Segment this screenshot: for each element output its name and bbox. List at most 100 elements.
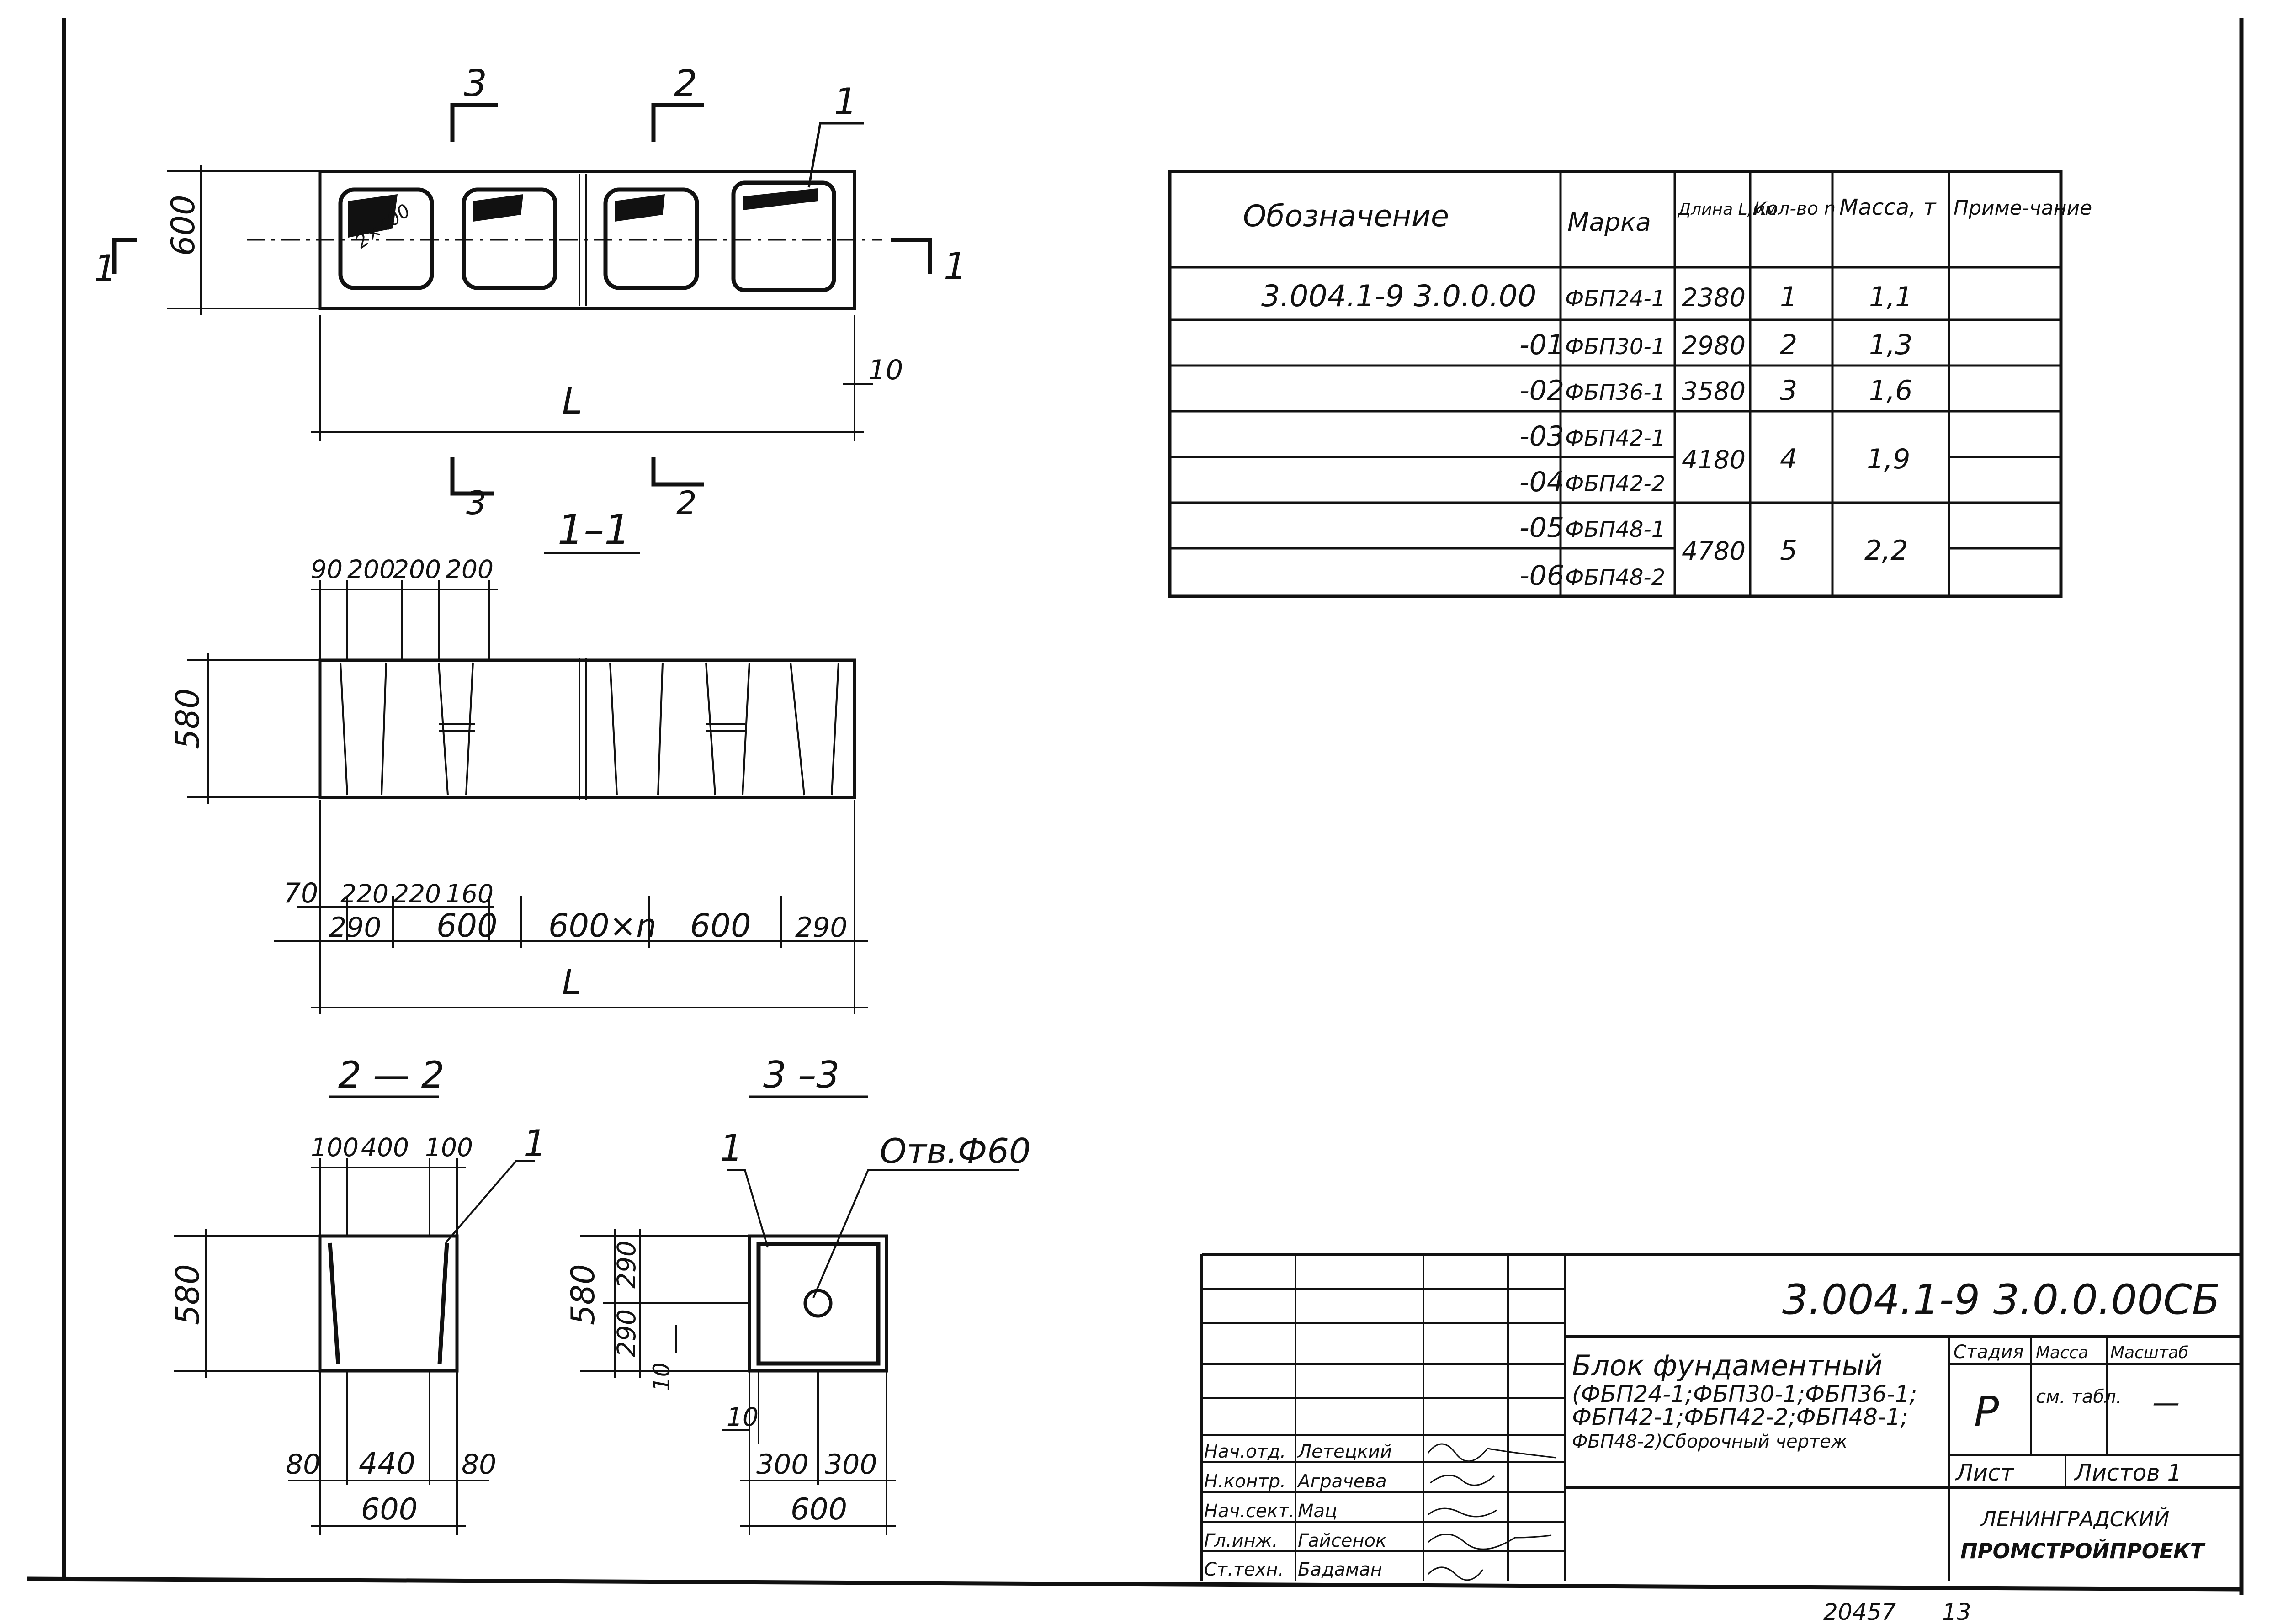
section-mark-2 <box>651 103 704 487</box>
section-1-1: 1–1 <box>169 506 868 1014</box>
title-block-name-line-2: (ФБП24-1;ФБП30-1;ФБП36-1; <box>1572 1381 1917 1407</box>
section-3-3-width: 600 <box>791 1492 847 1527</box>
title-block-mass-value: см. табл. <box>2036 1386 2122 1407</box>
section-1-1-row2-dim-3: 600×n <box>548 907 657 945</box>
hole-note: Отв.Ф60 <box>880 1131 1031 1171</box>
section-1-1-top-dim-4: 200 <box>446 555 494 584</box>
table-row-designation: 3.004.1-9 3.0.0.00 <box>1261 279 1536 313</box>
section-mark-3 <box>450 103 498 496</box>
section-3-3-outline <box>748 1234 888 1373</box>
title-block-name-line-4: ФБП48-2)Сборочный чертеж <box>1572 1431 1848 1452</box>
section-1-1-height: 580 <box>169 688 207 749</box>
section-mark-1-right <box>891 238 932 274</box>
table-row-count: 1 <box>1780 281 1797 313</box>
sheet-frame <box>27 18 2244 1595</box>
section-1-1-top-dim-1: 90 <box>311 555 343 584</box>
staff-name: Летецкий <box>1297 1441 1392 1462</box>
table-row-designation: -04 <box>1519 466 1564 498</box>
section-1-1-row2-dim-5: 290 <box>795 912 848 944</box>
section-1-1-row2-dim-1: 290 <box>329 912 382 944</box>
plan-leader-label: 1 <box>834 80 857 123</box>
staff-role: Ст.техн. <box>1204 1559 1284 1580</box>
section-2-2-width: 600 <box>361 1492 418 1527</box>
title-block-sheets-label: Листов 1 <box>2074 1459 2182 1486</box>
section-1-1-bottom-dim-3: 220 <box>393 879 441 908</box>
title-block-name-line-1: Блок фундаментный <box>1572 1349 1883 1382</box>
section-1-1-top-dim-2: 200 <box>347 555 395 584</box>
staff-name: Мац <box>1298 1501 1337 1522</box>
section-1-1-row2-dim-4: 600 <box>690 907 751 945</box>
table-header-count: Кол-во n <box>1754 198 1836 219</box>
section-3-3-bottom-dim-2: 300 <box>825 1449 877 1481</box>
table-row-mark: ФБП42-2 <box>1565 471 1665 497</box>
section-2-2-height: 580 <box>169 1264 207 1325</box>
section-1-1-row2-dim-2: 600 <box>436 907 498 945</box>
section-1-1-title: 1–1 <box>557 506 631 554</box>
table-row-length: 4180 <box>1682 445 1746 474</box>
table-row-designation: -05 <box>1519 512 1564 544</box>
section-mark-1-left <box>112 238 137 274</box>
table-row-count: 2 <box>1780 329 1797 361</box>
plan-dim-height: 600 <box>165 195 202 256</box>
section-3-3-height: 580 <box>564 1264 602 1325</box>
table-row-designation: -03 <box>1519 420 1564 452</box>
plan-dim-gap: 10 <box>868 354 903 386</box>
table-header-note: Приме-чание <box>1954 196 2092 220</box>
title-block-name-line-3: ФБП42-1;ФБП42-2;ФБП48-1; <box>1572 1404 1908 1430</box>
title-block-scale-label: Масштаб <box>2110 1343 2188 1362</box>
table-header-designation: Обозначение <box>1243 199 1449 234</box>
hole-circle <box>803 1289 833 1318</box>
table-header-length: Длина L,мм <box>1677 200 1777 219</box>
table-row-designation: -01 <box>1519 329 1564 361</box>
archive-number: 20457 <box>1823 1599 1896 1624</box>
section-mark-1-left-label: 1 <box>94 247 117 290</box>
section-3-3-small-dim-2: 10 <box>727 1402 759 1432</box>
table-row-mass: 2,2 <box>1864 535 1908 567</box>
staff-name: Бадаман <box>1298 1559 1382 1580</box>
section-3-3-title: 3 –3 <box>763 1054 839 1096</box>
section-2-2-top-dim-2: 400 <box>361 1133 409 1162</box>
table-header-mass: Масса, т <box>1839 195 1937 220</box>
section-3-3-half-2: 290 <box>612 1309 641 1357</box>
table-row-mass: 1,9 <box>1867 443 1910 475</box>
table-row-mass: 1,3 <box>1869 329 1912 361</box>
plan-cells <box>338 180 836 292</box>
section-mark-2-bottom-label: 2 <box>676 484 697 522</box>
table-row-count: 5 <box>1780 535 1797 567</box>
title-block-mass-label: Масса <box>2036 1343 2088 1362</box>
title-block-scale-value: — <box>2152 1387 2180 1419</box>
table-row-length: 2380 <box>1682 283 1746 312</box>
table-row-length: 3580 <box>1682 377 1746 406</box>
section-1-1-bottom-dim-2: 220 <box>340 879 388 908</box>
table-row-mass: 1,6 <box>1869 375 1912 407</box>
table-row-mass: 1,1 <box>1869 281 1912 313</box>
table-row-mark: ФБП42-1 <box>1565 425 1665 451</box>
plan-view: 1 1 3 3 2 2 1 2×400 <box>94 62 967 522</box>
section-1-1-top-dim-3: 200 <box>393 555 441 584</box>
staff-role: Гл.инж. <box>1204 1530 1278 1551</box>
staff-role: Нач.отд. <box>1204 1441 1286 1462</box>
table-row-mark: ФБП24-1 <box>1565 286 1665 312</box>
signatures <box>1427 1443 1556 1581</box>
table-row-count: 4 <box>1780 443 1797 475</box>
staff-name: Аграчева <box>1296 1471 1387 1492</box>
staff-role: Н.контр. <box>1204 1471 1286 1492</box>
section-2-2: 2 — 2 100 400 100 1 580 80 <box>169 1054 547 1535</box>
section-2-2-top-dim-3: 100 <box>425 1133 473 1162</box>
table-header-mark: Марка <box>1567 207 1651 237</box>
section-mark-1-right-label: 1 <box>944 245 967 287</box>
title-block: 3.004.1-9 3.0.0.00СБ Блок фундаментный (… <box>1200 1253 2241 1581</box>
section-2-2-bottom-dim-3: 80 <box>462 1449 496 1481</box>
section-3-3-small-dim-1: 10 <box>648 1362 675 1391</box>
section-mark-2-top-label: 2 <box>674 62 697 105</box>
plan-dim-length: L <box>562 380 583 422</box>
title-block-org-line-2: ПРОМСТРОЙПРОЕКТ <box>1960 1539 2206 1563</box>
table-row-designation: -06 <box>1519 560 1564 592</box>
section-2-2-top-dim-1: 100 <box>311 1133 359 1162</box>
section-mark-3-top-label: 3 <box>464 62 487 105</box>
table-row-mark: ФБП36-1 <box>1565 380 1665 405</box>
section-mark-3-bottom-label: 3 <box>466 484 487 522</box>
staff-role: Нач.сект. <box>1204 1501 1295 1522</box>
section-1-1-length: L <box>562 962 581 1002</box>
